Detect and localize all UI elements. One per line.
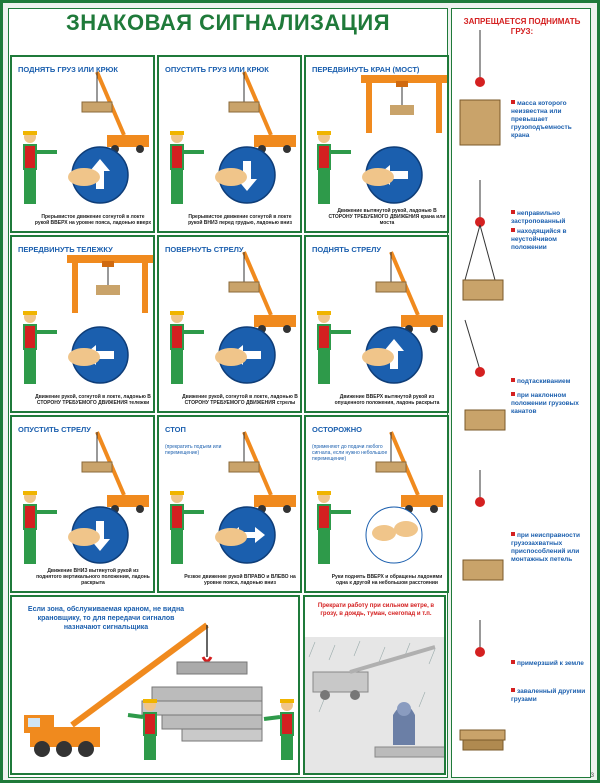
signal-title: ПЕРЕДВИНУТЬ ТЕЛЕЖКУ: [18, 245, 113, 254]
prohibition-item: при наклонном положении грузовых канатов: [511, 392, 589, 416]
signal-title: ПОДНЯТЬ СТРЕЛУ: [312, 245, 382, 254]
signalman-text: Если зона, обслуживаемая краном, не видн…: [27, 606, 185, 631]
signal-illustration: [317, 75, 447, 204]
signal-illustration: [23, 255, 153, 384]
signal-card: СТОП (прекратить подъем или перемещение) Р…: [157, 415, 302, 593]
signal-illustration: [23, 431, 149, 564]
page-number: 3: [590, 773, 594, 779]
prohibition-text: неправильно застропованный: [511, 210, 566, 225]
signal-title: ПОДНЯТЬ ГРУЗ ИЛИ КРЮК: [18, 65, 118, 74]
signal-illustration: [170, 251, 296, 384]
bullet-icon: [511, 660, 515, 664]
prohibition-item: при неисправности грузозахватных приспос…: [511, 532, 589, 564]
prohibition-item: масса которого неизвестна или превышает …: [511, 100, 589, 140]
signal-title: СТОП: [165, 425, 186, 434]
signal-description: Прерывистое движение согнутой в локте ру…: [34, 214, 152, 226]
signal-title: ПЕРЕДВИНУТЬ КРАН (МОСТ): [312, 65, 420, 74]
signal-description: Движение рукой, согнутой в локте, ладонь…: [182, 394, 298, 406]
signal-description: Движение рукой, согнутой в локте, ладонь…: [35, 394, 151, 406]
poster-title: ЗНАКОВАЯ СИГНАЛИЗАЦИЯ: [65, 10, 391, 35]
prohibitions-illustrations: [459, 30, 506, 751]
prohibition-text: заваленный другими грузами: [511, 688, 586, 703]
signal-description: Движение вытянутой рукой, ладонью В СТОР…: [328, 208, 446, 226]
bullet-icon: [511, 392, 515, 396]
signal-card: ПОВЕРНУТЬ СТРЕЛУ Движение рукой, согнутой…: [157, 235, 302, 413]
weather-panel: Прекрати работу при сильном ветре, в гро…: [303, 595, 446, 775]
prohibition-text: подтаскиванием: [517, 378, 571, 385]
signal-illustration: [170, 71, 296, 204]
bullet-icon: [511, 532, 515, 536]
bullet-icon: [511, 210, 515, 214]
signal-card: ПОДНЯТЬ ГРУЗ ИЛИ КРЮК Прерывистое движени…: [10, 55, 155, 233]
prohibition-text: находящийся в неустойчивом положении: [511, 228, 567, 251]
signal-note: (применяют до подачи любого сигнала, есл…: [312, 444, 388, 462]
prohibition-text: при наклонном положении грузовых канатов: [511, 392, 579, 415]
prohibition-item: заваленный другими грузами: [511, 688, 589, 704]
signal-title: ОСТОРОЖНО: [312, 425, 362, 434]
bullet-icon: [511, 100, 515, 104]
signal-title: ПОВЕРНУТЬ СТРЕЛУ: [165, 245, 244, 254]
signal-illustration: [317, 251, 443, 384]
signal-card: ОПУСТИТЬ СТРЕЛУ Движение ВНИЗ вытянутой р…: [10, 415, 155, 593]
prohibition-item: неправильно застропованный: [511, 210, 589, 226]
bullet-icon: [511, 378, 515, 382]
signalman-panel: Если зона, обслуживаемая краном, не видн…: [10, 595, 300, 775]
weather-text: Прекрати работу при сильном ветре, в гро…: [317, 603, 435, 617]
bullet-icon: [511, 688, 515, 692]
prohibitions-title: ЗАПРЕЩАЕТСЯ ПОДНИМАТЬ ГРУЗ:: [463, 17, 581, 36]
prohibition-text: примерзший к земле: [517, 660, 584, 667]
signal-illustration: [23, 71, 149, 204]
signal-illustration: [170, 431, 296, 564]
signal-card: ОПУСТИТЬ ГРУЗ ИЛИ КРЮК Прерывистое движен…: [157, 55, 302, 233]
signalman-illustration: [24, 622, 294, 760]
signal-title: ОПУСТИТЬ СТРЕЛУ: [18, 425, 91, 434]
signal-illustration: [317, 431, 443, 564]
weather-illustration: [305, 637, 444, 773]
signal-description: Движение ВНИЗ вытянутой рукой из поднято…: [36, 568, 150, 586]
prohibition-item: примерзший к земле: [511, 660, 589, 668]
signal-description: Резкое движение рукой ВПРАВО и ВЛЕВО на …: [184, 574, 296, 586]
signal-description: Руки поднять ВВЕРХ и обращены ладонями о…: [331, 574, 443, 586]
signal-card: ПОДНЯТЬ СТРЕЛУ Движение ВВЕРХ вытянутой р…: [304, 235, 449, 413]
signal-description: Движение ВВЕРХ вытянутой рукой из опущен…: [334, 394, 440, 406]
prohibition-item: подтаскиванием: [511, 378, 589, 386]
prohibition-item: находящийся в неустойчивом положении: [511, 228, 589, 252]
prohibition-text: масса которого неизвестна или превышает …: [511, 100, 572, 139]
signal-title: ОПУСТИТЬ ГРУЗ ИЛИ КРЮК: [165, 65, 269, 74]
signal-description: Прерывистое движение согнутой в локте ру…: [188, 214, 292, 226]
signal-card: ОСТОРОЖНО (применяют до подачи любого сиг…: [304, 415, 449, 593]
prohibition-text: при неисправности грузозахватных приспос…: [511, 532, 580, 563]
prohibitions-panel: ЗАПРЕЩАЕТСЯ ПОДНИМАТЬ ГРУЗ:: [451, 8, 591, 778]
signal-card: ПЕРЕДВИНУТЬ ТЕЛЕЖКУ Движение рукой, согну…: [10, 235, 155, 413]
bullet-icon: [511, 228, 515, 232]
signal-card: ПЕРЕДВИНУТЬ КРАН (МОСТ) Движение вытянуто…: [304, 55, 449, 233]
signal-note: (прекратить подъем или перемещение): [165, 444, 222, 456]
